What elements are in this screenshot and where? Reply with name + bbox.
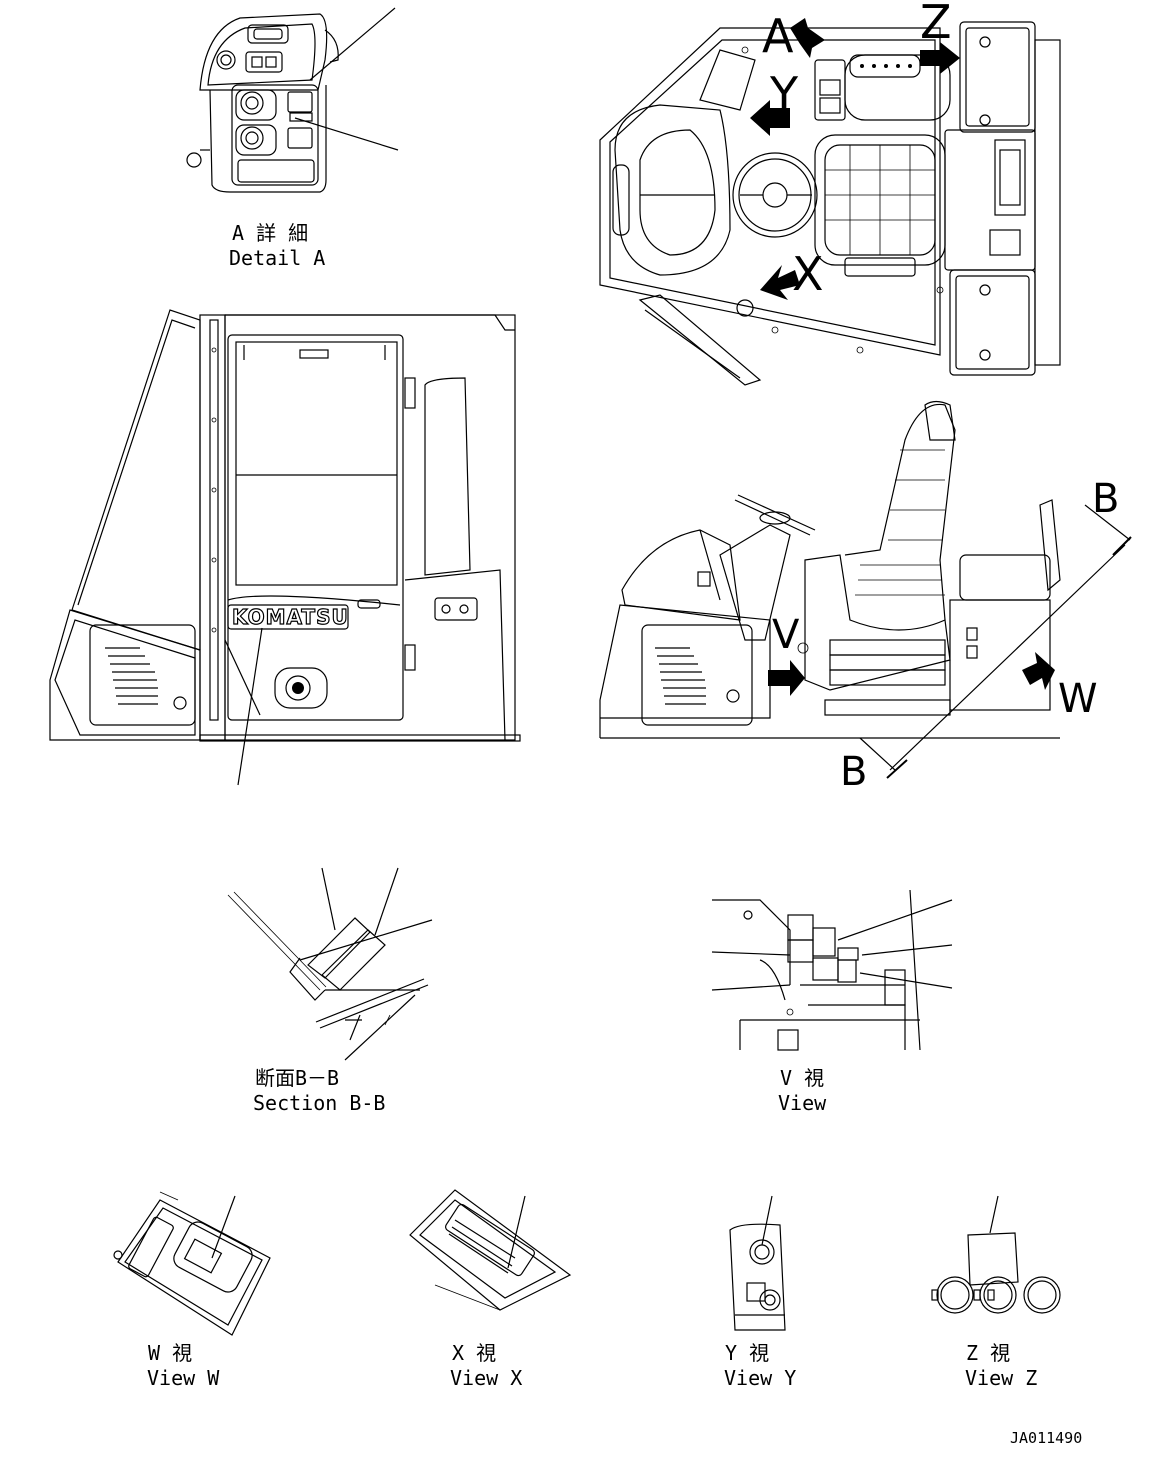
section-bb-caption-en: Section B-B	[253, 1091, 385, 1115]
grille-slots	[448, 1219, 516, 1274]
marker-v: V	[772, 612, 800, 658]
marker-a: A	[762, 9, 794, 63]
marker-w: W	[1058, 676, 1098, 722]
detail-a-drawing	[186, 7, 399, 193]
marker-b-top: B	[1092, 476, 1119, 522]
komatsu-logo-text: KOMATSU	[232, 605, 349, 629]
top-view-drawing	[599, 18, 1061, 386]
view-w-caption-jp: W 視	[148, 1341, 192, 1365]
vent-louvers-left	[105, 647, 158, 705]
view-x-caption-en: View X	[450, 1366, 522, 1390]
view-z-caption-en: View Z	[965, 1366, 1037, 1390]
marker-y: Y	[769, 67, 799, 121]
view-w-caption-en: View W	[147, 1366, 220, 1390]
view-y-caption-en: View Y	[724, 1366, 796, 1390]
view-z-drawing	[931, 1195, 1061, 1314]
view-y-caption-jp: Y 視	[725, 1341, 769, 1365]
view-v-caption-jp: V 視	[780, 1066, 824, 1090]
view-x-caption-jp: X 視	[452, 1341, 496, 1365]
operator-side-view-drawing	[599, 400, 1132, 779]
section-bb-caption-jp: 断面B－B	[255, 1066, 339, 1090]
cab-side-view-drawing	[49, 309, 521, 786]
detail-a-caption-jp: A 詳 細	[232, 221, 308, 245]
view-v-drawing	[711, 889, 953, 1051]
drawing-number: JA011490	[1010, 1429, 1082, 1447]
vent-louvers-right	[655, 647, 706, 705]
view-y-drawing	[729, 1195, 786, 1331]
view-w-drawing	[113, 1191, 271, 1336]
marker-x: X	[792, 247, 824, 301]
view-z-caption-jp: Z 視	[966, 1341, 1010, 1365]
marker-b-bottom: B	[840, 749, 867, 795]
section-bb-drawing	[227, 867, 433, 1061]
view-v-caption-en: View	[778, 1091, 827, 1115]
detail-a-caption-en: Detail A	[229, 246, 325, 270]
view-x-drawing	[409, 1189, 572, 1311]
marker-z: Z	[920, 0, 952, 49]
komatsu-logo: KOMATSU	[227, 604, 349, 630]
